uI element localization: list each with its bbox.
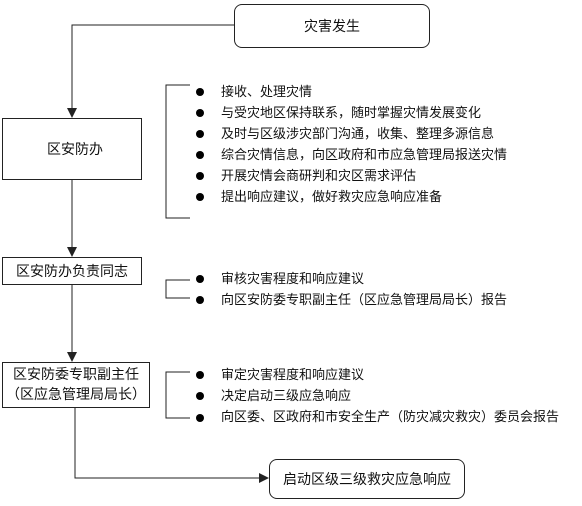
district-office-node: 区安防办 <box>2 118 142 180</box>
office-lead-task-list: 审核灾害程度和响应建议 向区安防委专职副主任（区应急管理局局长）报告 <box>193 269 507 311</box>
list-item: 与受灾地区保持联系，随时掌握灾情发展变化 <box>193 103 507 124</box>
bracket-deputy-tasks <box>165 371 190 419</box>
bullet-icon <box>196 371 204 379</box>
list-item: 向区委、区政府和市安全生产（防灾减灾救灾）委员会报告 <box>193 407 573 427</box>
deputy-director-task-list: 审定灾害程度和响应建议 决定启动三级应急响应 向区委、区政府和市安全生产（防灾减… <box>193 365 573 427</box>
list-item: 向区安防委专职副主任（区应急管理局局长）报告 <box>193 290 507 311</box>
deputy-director-label-line1: 区安防委专职副主任 <box>13 367 139 383</box>
bullet-icon <box>196 193 204 201</box>
list-item: 提出响应建议，做好救灾应急响应准备 <box>193 187 507 208</box>
bullet-icon <box>196 130 204 138</box>
arrow-disaster-to-office <box>67 24 234 118</box>
bullet-icon <box>196 151 204 159</box>
list-item: 审定灾害程度和响应建议 <box>193 365 573 386</box>
list-item: 接收、处理灾情 <box>193 82 507 103</box>
bullet-icon <box>196 296 204 304</box>
office-lead-node: 区安防办负责同志 <box>2 257 142 285</box>
deputy-director-label-line2: （区应急管理局局长） <box>6 387 146 403</box>
deputy-director-node: 区安防委专职副主任 （区应急管理局局长） <box>2 362 150 408</box>
start-response-label: 启动区级三级救灾应急响应 <box>283 472 451 488</box>
bracket-office-tasks <box>165 84 190 219</box>
district-office-label: 区安防办 <box>47 142 103 158</box>
list-item: 开展灾情会商研判和灾区需求评估 <box>193 166 507 187</box>
disaster-label: 灾害发生 <box>304 19 360 35</box>
bullet-icon <box>196 392 204 400</box>
bullet-icon <box>196 88 204 96</box>
list-item: 决定启动三级应急响应 <box>193 386 573 407</box>
office-lead-label: 区安防办负责同志 <box>16 264 128 280</box>
arrow-deputy-to-response <box>74 408 269 483</box>
disaster-node: 灾害发生 <box>234 4 430 48</box>
bracket-lead-tasks <box>165 279 190 299</box>
bullet-icon <box>196 172 204 180</box>
bullet-icon <box>196 275 204 283</box>
bullet-icon <box>196 109 204 117</box>
start-response-node: 启动区级三级救灾应急响应 <box>269 459 465 499</box>
district-office-task-list: 接收、处理灾情 与受灾地区保持联系，随时掌握灾情发展变化 及时与区级涉灾部门沟通… <box>193 82 507 208</box>
list-item: 审核灾害程度和响应建议 <box>193 269 507 290</box>
list-item: 综合灾情信息，向区政府和市应急管理局报送灾情 <box>193 145 507 166</box>
list-item: 及时与区级涉灾部门沟通，收集、整理多源信息 <box>193 124 507 145</box>
bullet-icon <box>196 414 204 422</box>
